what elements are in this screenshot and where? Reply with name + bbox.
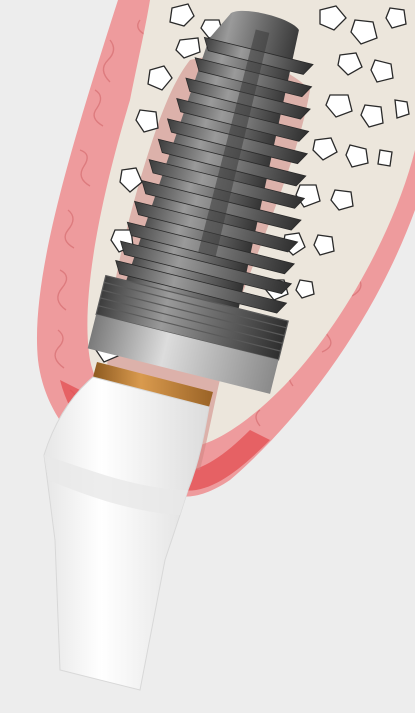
implant-diagram bbox=[0, 0, 415, 713]
diagram-svg bbox=[0, 0, 415, 713]
